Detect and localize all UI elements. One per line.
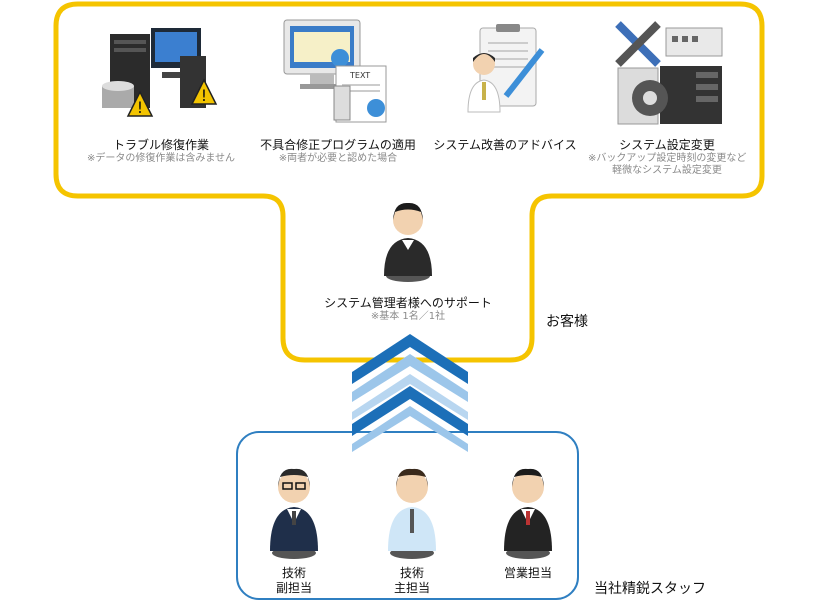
service-1-note: ※データの修復作業は含みません [86, 153, 236, 164]
svg-text:TEXT: TEXT [349, 71, 370, 80]
staff-1-line2: 副担当 [275, 581, 312, 595]
sales-rep-icon [498, 463, 558, 559]
service-2-title: 不具合修正プログラムの適用 [260, 138, 416, 152]
service-1-title: トラブル修復作業 [112, 138, 209, 152]
server-warning-icon: ! ! [96, 20, 226, 120]
svg-text:!: ! [201, 86, 207, 105]
admin-title: システム管理者様へのサポート [324, 296, 492, 310]
customer-label: お客様 [546, 314, 588, 330]
service-4-caption: システム設定変更 ※バックアップ設定時刻の変更など 軽微なシステム設定変更 [588, 138, 746, 177]
admin-person-icon [378, 198, 438, 282]
software-update-icon: TEXT [276, 16, 406, 124]
service-2-caption: 不具合修正プログラムの適用 ※両者が必要と認めた場合 [248, 138, 428, 165]
admin-note: ※基本 1名／1社 [370, 311, 446, 322]
service-4-note2: 軽微なシステム設定変更 [612, 165, 722, 176]
service-4-title: システム設定変更 [619, 138, 715, 152]
service-1-caption: トラブル修復作業 ※データの修復作業は含みません [76, 138, 246, 165]
upward-chevrons [352, 334, 468, 452]
staff-2-line2: 主担当 [393, 581, 430, 595]
admin-caption: システム管理者様へのサポート ※基本 1名／1社 [318, 296, 498, 323]
staff-area-outline [236, 431, 579, 600]
service-2-note: ※両者が必要と認めた場合 [278, 153, 398, 164]
svg-text:!: ! [137, 98, 143, 117]
staff-1-caption: 技術 副担当 [254, 566, 334, 596]
service-3-title: システム改善のアドバイス [433, 138, 577, 152]
settings-tools-icon [606, 14, 726, 126]
staff-2-caption: 技術 主担当 [372, 566, 452, 596]
service-3-caption: システム改善のアドバイス [430, 138, 580, 153]
main-engineer-icon [382, 463, 442, 559]
staff-2-line1: 技術 [399, 566, 424, 580]
sub-engineer-icon [264, 463, 324, 559]
staff-3-caption: 営業担当 [488, 566, 568, 581]
service-4-note: ※バックアップ設定時刻の変更など [588, 153, 747, 164]
staff-1-line1: 技術 [281, 566, 306, 580]
staff-label: 当社精鋭スタッフ [594, 581, 706, 597]
advisor-clipboard-icon [456, 20, 556, 120]
staff-3-line1: 営業担当 [503, 566, 552, 580]
